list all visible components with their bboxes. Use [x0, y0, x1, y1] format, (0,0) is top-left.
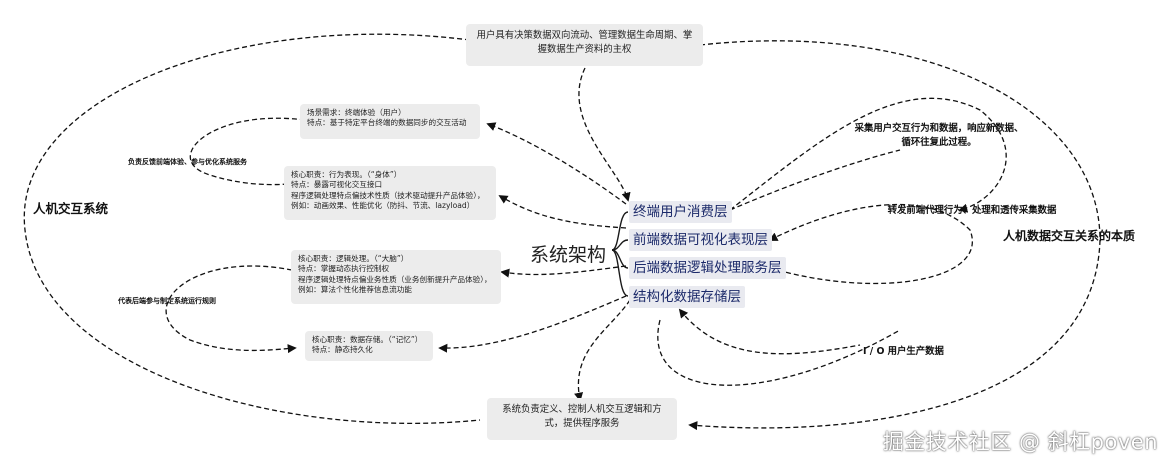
layer-consumer: 终端用户消费层 [629, 201, 732, 223]
forward-label: 转发前端代理行为、处理和透传采集数据 [872, 204, 1072, 218]
io-loop [678, 308, 861, 355]
bottom-to-storage [574, 299, 631, 402]
backend-line-4: 例如：算法个性化推荐信息流功能 [298, 285, 412, 295]
backend-line-2: 特点：掌握动态执行控制权 [298, 264, 390, 274]
bottom-note-text: 系统负责定义、控制人机交互逻辑和方式，提供程序服务 [502, 404, 662, 429]
storage-line-2: 特点：静态持久化 [312, 345, 373, 355]
watermark: 掘金技术社区 @ 斜杠poven [882, 430, 1158, 454]
io-lower-loop [657, 319, 901, 386]
outer-left-loop [23, 33, 481, 424]
outer-right-loop [688, 40, 1101, 431]
collect-loop [729, 97, 1007, 213]
frontend-line-3: 程序逻辑处理特点偏技术性质（技术驱动提升产品体验）， [291, 190, 485, 200]
forward-loop [768, 203, 973, 285]
io-label: I / O 用户生产数据 [863, 346, 944, 357]
left-title: 人机交互系统 [33, 201, 109, 216]
layer-storage: 结构化数据存储层 [629, 286, 745, 308]
frontend-description-box: 核心职责：行为表现。（“身体”） 特点：暴露可视化交互接口 程序逻辑处理特点偏技… [284, 166, 496, 220]
top-note: 用户具有决策数据双向流动、管理数据生命周期、掌握数据生产资料的主权 [466, 24, 703, 66]
frontend-line-2: 特点：暴露可视化交互接口 [291, 180, 383, 190]
frontend-to-box [498, 195, 627, 229]
top-note-text: 用户具有决策数据双向流动、管理数据生命周期、掌握数据生产资料的主权 [476, 30, 693, 55]
backend-to-box [500, 265, 627, 278]
backend-line-1: 核心职责：逻辑处理。（“大脑”） [298, 254, 409, 263]
consumer-to-box [486, 122, 627, 205]
top-to-consumer [578, 67, 631, 202]
frontend-loop [189, 117, 306, 189]
collect-label-text: 采集用户交互行为和数据，响应新数据、循环往复此过程。 [854, 123, 1024, 148]
layer-frontend: 前端数据可视化表现层 [629, 229, 772, 251]
collect-label: 采集用户交互行为和数据，响应新数据、循环往复此过程。 [854, 122, 1024, 150]
consumer-line-1: 场景需求：终端体验（用户） [307, 108, 406, 117]
backend-loop-label: 代表后端参与制定系统运行规则 [118, 297, 216, 305]
frontend-line-1: 核心职责：行为表现。（“身体”） [291, 170, 402, 179]
frontend-loop-label: 负责反馈前端体验、参与优化系统服务 [128, 158, 247, 166]
consumer-line-2: 特点：基于特定平台终端的数据同步的交互活动 [307, 118, 467, 128]
storage-to-box [438, 295, 627, 353]
forward-label-text: 转发前端代理行为、处理和透传采集数据 [887, 205, 1057, 216]
consumer-right-link [729, 149, 901, 211]
storage-line-1: 核心职责：数据存储。（“记忆”） [312, 335, 423, 344]
consumer-description-box: 场景需求：终端体验（用户） 特点：基于特定平台终端的数据同步的交互活动 [300, 104, 480, 139]
backend-description-box: 核心职责：逻辑处理。（“大脑”） 特点：掌握动态执行控制权 程序逻辑处理特点偏业… [291, 250, 501, 304]
bottom-note: 系统负责定义、控制人机交互逻辑和方式，提供程序服务 [487, 398, 677, 440]
backend-line-3: 程序逻辑处理特点偏业务性质（业务创新提升产品体验）， [298, 274, 492, 284]
storage-description-box: 核心职责：数据存储。（“记忆”） 特点：静态持久化 [305, 331, 433, 361]
backend-loop [165, 265, 297, 354]
center-node: 系统架构 [530, 244, 607, 266]
right-title: 人机数据交互关系的本质 [1003, 229, 1136, 243]
layer-backend: 后端数据逻辑处理服务层 [629, 257, 786, 279]
frontend-line-4: 例如：动画效果、性能优化（防抖、节流、lazyload） [291, 201, 475, 211]
